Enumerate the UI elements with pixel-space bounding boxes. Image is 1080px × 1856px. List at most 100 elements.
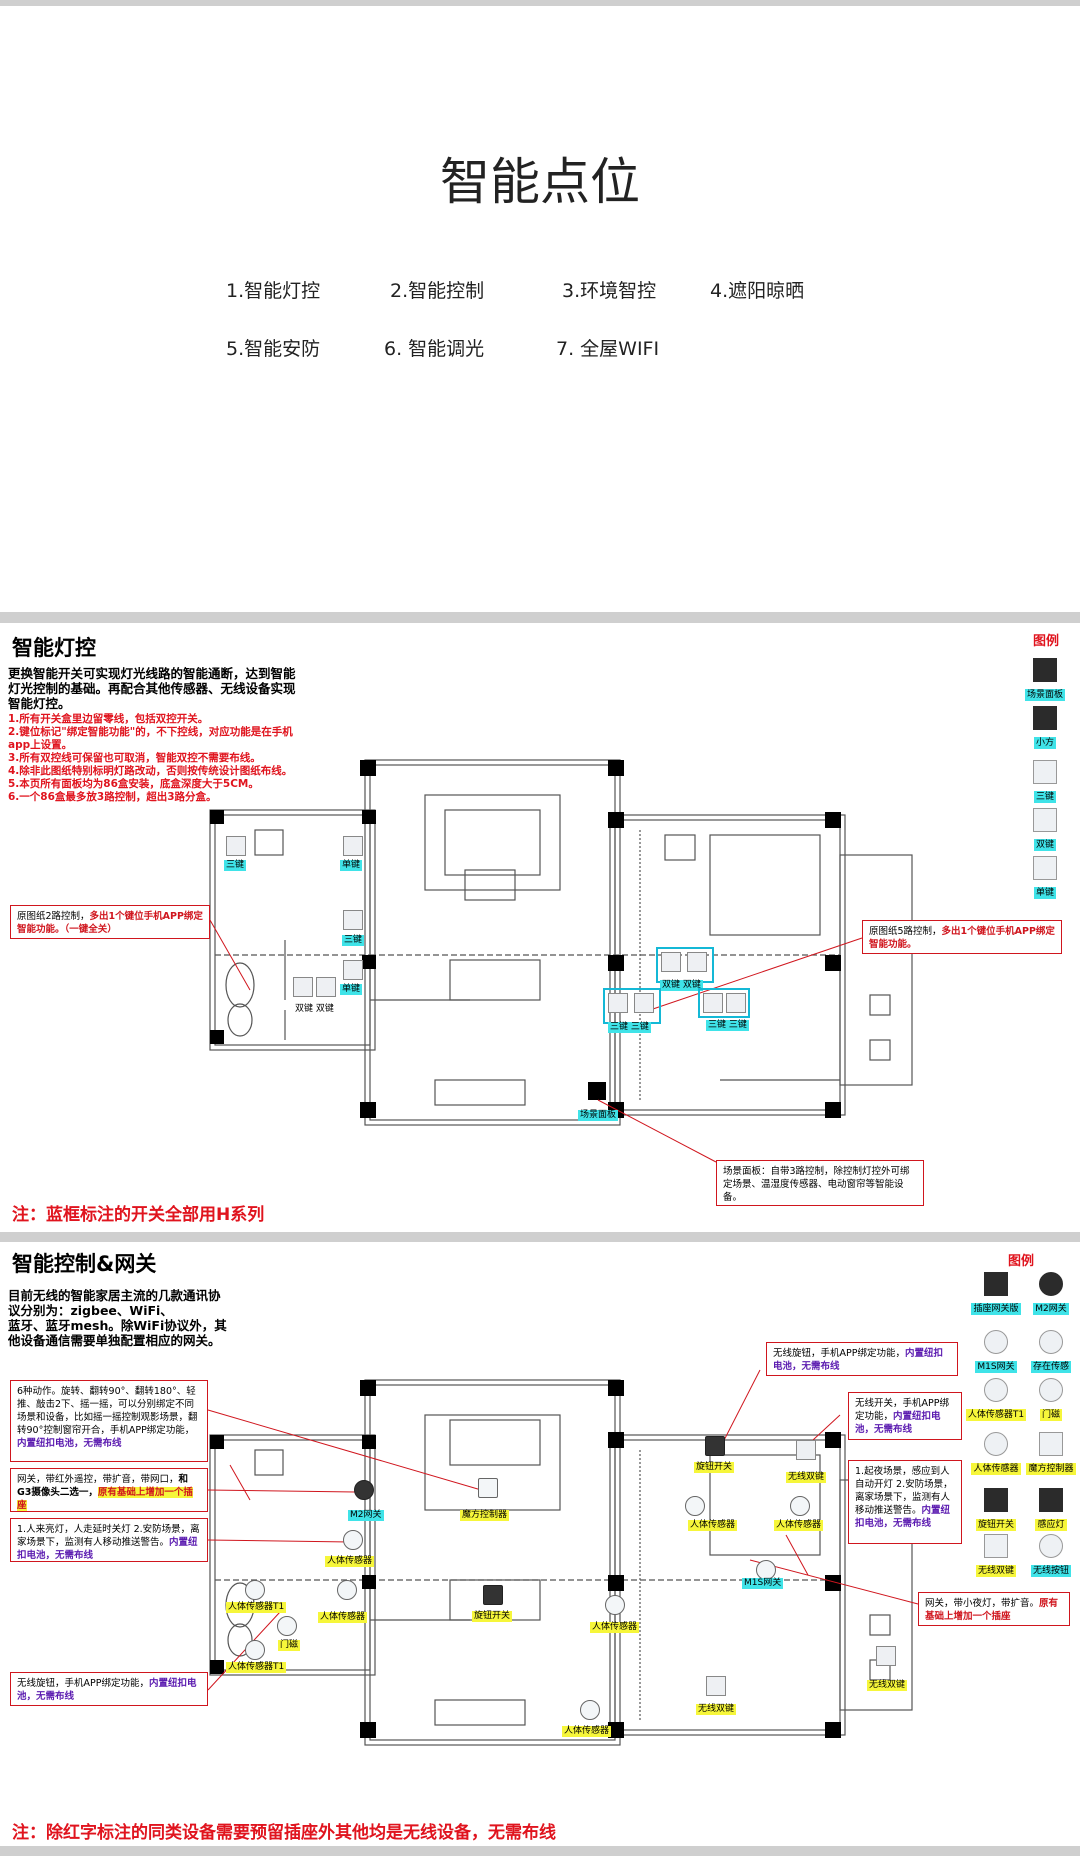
- tag-body-6: 人体传感器: [562, 1726, 612, 1737]
- note-scene-panel: 场景面板：自带3路控制，除控制灯控外可绑定场景、温湿度传感器、电动窗帘等智能设备…: [716, 1160, 924, 1206]
- tag-body-t1: 人体传感器T1: [226, 1602, 287, 1613]
- tag-double-key-pair: 双键 双键: [295, 1004, 334, 1014]
- switch-three-key-2[interactable]: [343, 910, 363, 930]
- menu-item-dimming: 6. 智能调光: [384, 338, 485, 360]
- knob-switch-device[interactable]: [483, 1585, 503, 1605]
- legend-presence: 存在传感: [1020, 1330, 1080, 1373]
- legend-body: 人体传感器: [965, 1432, 1027, 1475]
- note-night-light: 网关，带小夜灯，带扩音。原有基础上增加一个插座: [918, 1592, 1070, 1626]
- legend-cube: 小方: [1014, 706, 1076, 749]
- body-sensor-device-6[interactable]: [580, 1700, 600, 1720]
- tag-scene-panel: 场景面板: [578, 1110, 619, 1121]
- wireless-double-switch-2[interactable]: [706, 1676, 726, 1696]
- tag-wl-double2: 无线双键: [696, 1704, 737, 1715]
- door-sensor-device[interactable]: [277, 1616, 297, 1636]
- note-cube-actions: 6种动作。旋转、翻转90°、翻转180°、轻推、敲击2下、摇一摇，可以分别绑定不…: [10, 1380, 208, 1462]
- slide-divider-1: [0, 612, 1080, 623]
- tag-h-three: 三键 三键: [608, 1022, 651, 1033]
- tag-cube: 魔方控制器: [460, 1510, 510, 1521]
- switch-h-three-d[interactable]: [726, 993, 746, 1013]
- slide1-rules: 1.所有开关盒里边留零线，包括双控开关。2.键位标记"绑定智能功能"的，不下控线…: [8, 713, 293, 803]
- legend-body-t1: 人体传感器T1: [965, 1378, 1027, 1421]
- body-sensor-t1b-device[interactable]: [245, 1640, 265, 1660]
- body-sensor-device[interactable]: [343, 1530, 363, 1550]
- slide2-intro: 目前无线的智能家居主流的几款通讯协议分别为：zigbee、WiFi、蓝牙、蓝牙m…: [8, 1288, 227, 1348]
- tag-wl-double3: 无线双键: [867, 1680, 908, 1691]
- switch-double-key-a[interactable]: [293, 977, 313, 997]
- legend-sensor-light: 感应灯: [1020, 1488, 1080, 1531]
- tag-three-key: 三键: [224, 860, 247, 871]
- double-key-switch-icon: [1033, 808, 1057, 832]
- tag-body-2: 人体传感器: [318, 1612, 368, 1623]
- body-sensor-device-5[interactable]: [790, 1496, 810, 1516]
- m2-gateway-icon: [1039, 1272, 1063, 1296]
- menu-item-wifi: 7. 全屋WIFI: [556, 338, 660, 360]
- note-motion-right: 1.起夜场景，感应到人自动开灯 2.安防场景，离家场景下，监测有人移动推送警告。…: [848, 1460, 962, 1544]
- body-sensor-t1-icon: [984, 1378, 1008, 1402]
- wireless-double-switch[interactable]: [796, 1440, 816, 1460]
- switch-h-three-c[interactable]: [703, 993, 723, 1013]
- tag-single-key-2: 单键: [340, 984, 363, 995]
- switch-h-double-b[interactable]: [687, 952, 707, 972]
- tag-body-5: 人体传感器: [774, 1520, 824, 1531]
- tag-body-4: 人体传感器: [688, 1520, 738, 1531]
- tag-m1s: M1S网关: [742, 1578, 784, 1589]
- legend-wireless-button: 无线按钮: [1020, 1534, 1080, 1577]
- blue-frame-three-b: [698, 988, 750, 1018]
- body-sensor-device-2[interactable]: [337, 1580, 357, 1600]
- legend-m1s: M1S网关: [965, 1330, 1027, 1373]
- wireless-double-icon: [984, 1534, 1008, 1558]
- legend-door: 门磁: [1020, 1378, 1080, 1421]
- switch-double-key-b[interactable]: [316, 977, 336, 997]
- body-sensor-t1-device[interactable]: [245, 1580, 265, 1600]
- cube-device[interactable]: [478, 1478, 498, 1498]
- tag-knob2: 旋钮开关: [694, 1462, 735, 1473]
- socket-gateway-icon: [984, 1272, 1008, 1296]
- tag-h-double: 双键 双键: [660, 980, 703, 991]
- body-sensor-device-4[interactable]: [685, 1496, 705, 1516]
- switch-h-three-b[interactable]: [634, 993, 654, 1013]
- switch-single-key[interactable]: [343, 836, 363, 856]
- note-knob-bottom: 无线旋钮，手机APP绑定功能，内置纽扣电池，无需布线: [10, 1672, 208, 1706]
- tag-body-3: 人体传感器: [590, 1622, 640, 1633]
- tag-wl-double: 无线双键: [786, 1472, 827, 1483]
- note-knob-top: 无线旋钮，手机APP绑定功能，内置纽扣电池，无需布线: [766, 1342, 958, 1376]
- slide1-intro: 更换智能开关可实现灯光线路的智能通断，达到智能灯光控制的基础。再配合其他传感器、…: [8, 666, 296, 711]
- door-sensor-icon: [1039, 1378, 1063, 1402]
- tag-m2: M2网关: [348, 1510, 384, 1521]
- m2-gateway-device[interactable]: [354, 1480, 374, 1500]
- legend-three-key: 三键: [1014, 760, 1076, 803]
- tag-body-t1b: 人体传感器T1: [226, 1662, 287, 1673]
- note-gateway: 网关，带红外遥控，带扩音，带网口，和G3摄像头二选一，原有基础上增加一个插座: [10, 1468, 208, 1512]
- tag-body: 人体传感器: [325, 1556, 375, 1567]
- m1s-gateway-icon: [984, 1330, 1008, 1354]
- menu-item-control: 2.智能控制: [390, 280, 485, 302]
- knob-switch-device-2[interactable]: [705, 1436, 725, 1456]
- switch-h-three-a[interactable]: [608, 993, 628, 1013]
- footnote-2: 注：除红字标注的同类设备需要预留插座外其他均是无线设备，无需布线: [12, 1823, 556, 1843]
- cover-title: 智能点位: [440, 153, 640, 211]
- wireless-button-icon: [1039, 1534, 1063, 1558]
- tag-knob: 旋钮开关: [472, 1611, 513, 1622]
- menu-item-environment: 3.环境智控: [562, 280, 657, 302]
- single-key-switch-icon: [1033, 856, 1057, 880]
- note-five-way-right: 原图纸5路控制，多出1个键位手机APP绑定智能功能。: [862, 920, 1062, 954]
- footnote-1: 注：蓝框标注的开关全部用H系列: [12, 1205, 265, 1225]
- legend-title-1: 图例: [1033, 634, 1060, 649]
- legend-m2: M2网关: [1020, 1272, 1080, 1315]
- legend-single-key: 单键: [1014, 856, 1076, 899]
- wireless-double-switch-3[interactable]: [876, 1646, 896, 1666]
- switch-h-double-a[interactable]: [661, 952, 681, 972]
- menu-item-lighting: 1.智能灯控: [226, 280, 321, 302]
- sensor-light-icon: [1039, 1488, 1063, 1512]
- legend-scene-panel: 场景面板: [1014, 658, 1076, 701]
- switch-single-key-2[interactable]: [343, 960, 363, 980]
- slide1-heading: 智能灯控: [12, 636, 96, 660]
- note-wireless-switch: 无线开关，手机APP绑定功能，内置纽扣电池，无需布线: [848, 1392, 962, 1440]
- legend-cube-controller: 魔方控制器: [1020, 1432, 1080, 1475]
- switch-three-key[interactable]: [226, 836, 246, 856]
- menu-item-shading: 4.遮阳晾晒: [710, 280, 805, 302]
- legend-double-key: 双键: [1014, 808, 1076, 851]
- m1s-gateway-device[interactable]: [756, 1560, 776, 1580]
- body-sensor-device-3[interactable]: [605, 1595, 625, 1615]
